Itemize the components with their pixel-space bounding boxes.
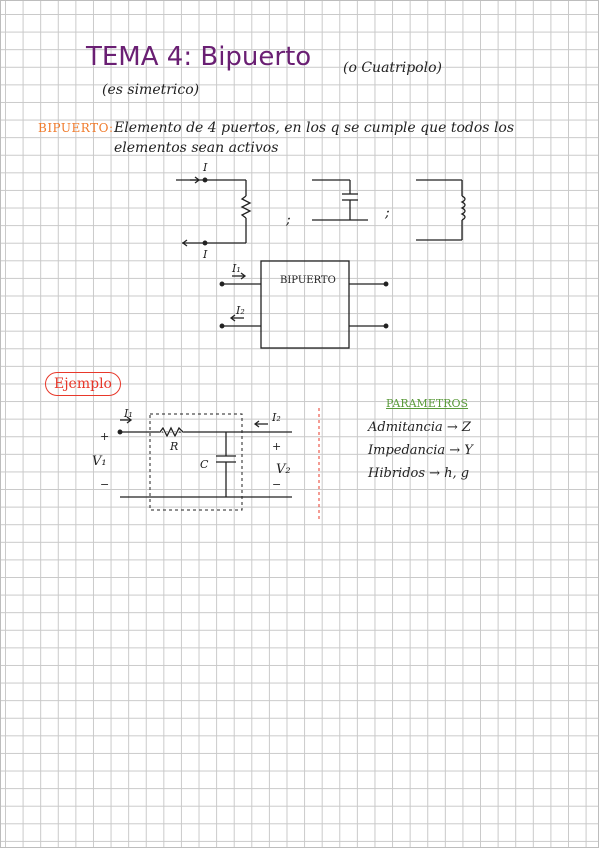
example-circuit — [117, 408, 320, 520]
parameter-row-admitancia: Admitancia → Z — [368, 420, 471, 435]
bipuerto-block — [219, 260, 389, 349]
parameter-row-impedancia: Impedancia → Y — [368, 443, 473, 458]
capacitor-port-drawing — [312, 179, 368, 221]
definition-line-1: Elemento de 4 puertos, en los q se cumpl… — [114, 120, 515, 136]
separator: ; — [385, 205, 390, 221]
current-label-top: I — [203, 161, 208, 174]
example-i1-label: I₁ — [124, 407, 133, 420]
plus-left: + — [100, 430, 110, 443]
capacitor-label: C — [200, 458, 209, 471]
title-note: (o Cuatripolo) — [343, 60, 442, 76]
terminal-dot — [202, 240, 208, 246]
current-label-bottom: I — [203, 248, 208, 261]
parameters-title: PARAMETROS — [386, 397, 469, 410]
resistor-label: R — [170, 440, 179, 453]
current-label-i1: I₁ — [232, 262, 241, 275]
page-title: TEMA 4: Bipuerto — [86, 42, 312, 72]
voltage-v1-label: V₁ — [92, 454, 107, 469]
arrow-head-icon — [181, 239, 188, 247]
terminal-dot — [202, 177, 208, 183]
bipuerto-box-label: BIPUERTO — [280, 275, 336, 286]
example-label: Ejemplo — [45, 372, 121, 396]
subtitle: (es simetrico) — [102, 82, 200, 98]
example-i2-label: I₂ — [272, 411, 281, 424]
minus-right: − — [272, 478, 282, 491]
definition-line-2: elementos sean activos — [114, 140, 279, 156]
parameter-row-hibridos: Hibridos → h, g — [368, 466, 470, 481]
minus-left: − — [100, 478, 110, 491]
definition-label: BIPUERTO: — [38, 121, 114, 135]
inductor-port-drawing — [416, 179, 466, 241]
current-label-i2: I₂ — [236, 304, 245, 317]
voltage-v2-label: V₂ — [276, 462, 291, 477]
plus-right: + — [272, 440, 282, 453]
arrow-head-icon — [194, 176, 201, 184]
resistor-port-drawing — [176, 176, 252, 247]
separator: ; — [286, 212, 291, 228]
